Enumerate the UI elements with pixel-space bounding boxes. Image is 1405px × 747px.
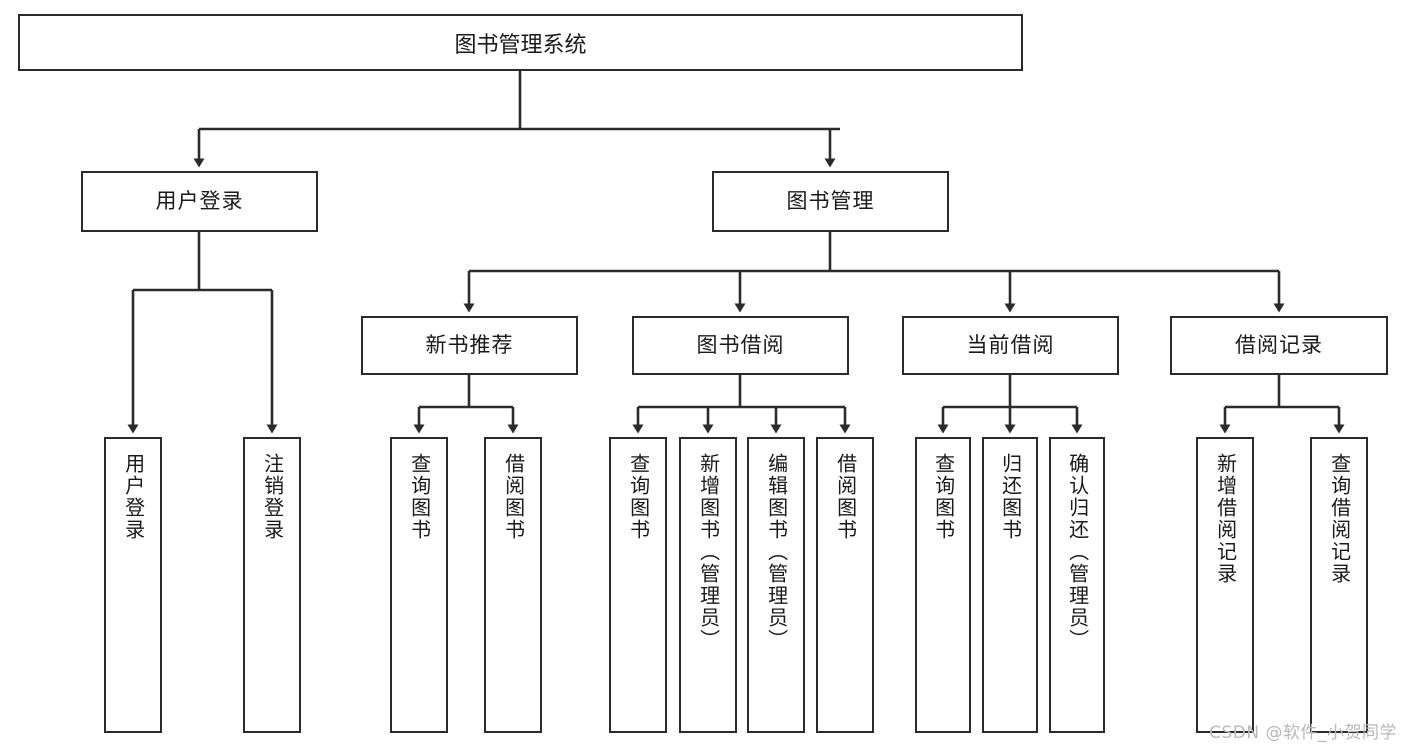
- node-book-management[interactable]: 图书管理: [712, 171, 949, 232]
- leaf-logout-label: 注销登录: [260, 453, 285, 541]
- watermark: CSDN @软件_小贺同学: [1209, 723, 1397, 743]
- node-user-login-label: 用户登录: [155, 188, 244, 213]
- leaf-borrow-book-1[interactable]: 借阅图书: [484, 437, 542, 733]
- leaf-query-record[interactable]: 查询借阅记录: [1310, 437, 1368, 733]
- leaf-query-book-3-label: 查询图书: [931, 453, 956, 541]
- node-borrow-record[interactable]: 借阅记录: [1170, 316, 1388, 375]
- leaf-confirm-return-label: 确认归还（管理员）: [1065, 453, 1090, 651]
- leaf-edit-book[interactable]: 编辑图书（管理员）: [747, 437, 805, 733]
- node-book-management-label: 图书管理: [786, 188, 875, 213]
- leaf-query-book-2-label: 查询图书: [626, 453, 651, 541]
- node-new-book-recommend[interactable]: 新书推荐: [361, 316, 578, 375]
- leaf-user-login-label: 用户登录: [121, 453, 146, 541]
- leaf-add-book-label: 新增图书（管理员）: [696, 453, 721, 651]
- leaf-add-book[interactable]: 新增图书（管理员）: [679, 437, 737, 733]
- leaf-query-book-3[interactable]: 查询图书: [915, 437, 971, 733]
- leaf-borrow-book-1-label: 借阅图书: [501, 453, 526, 541]
- node-current-borrow-label: 当前借阅: [966, 332, 1055, 357]
- leaf-query-book-2[interactable]: 查询图书: [609, 437, 667, 733]
- leaf-logout[interactable]: 注销登录: [243, 437, 301, 733]
- leaf-user-login[interactable]: 用户登录: [104, 437, 162, 733]
- leaf-add-record-label: 新增借阅记录: [1213, 453, 1238, 585]
- leaf-query-book-1[interactable]: 查询图书: [390, 437, 448, 733]
- node-root[interactable]: 图书管理系统: [18, 14, 1023, 71]
- leaf-query-record-label: 查询借阅记录: [1327, 453, 1352, 585]
- leaf-borrow-book-2-label: 借阅图书: [833, 453, 858, 541]
- node-book-borrow[interactable]: 图书借阅: [632, 316, 849, 375]
- node-current-borrow[interactable]: 当前借阅: [902, 316, 1119, 375]
- node-root-label: 图书管理系统: [454, 32, 587, 58]
- node-user-login[interactable]: 用户登录: [81, 171, 318, 232]
- node-borrow-record-label: 借阅记录: [1235, 332, 1323, 357]
- leaf-add-record[interactable]: 新增借阅记录: [1196, 437, 1254, 733]
- leaf-return-book-label: 归还图书: [998, 453, 1023, 541]
- leaf-edit-book-label: 编辑图书（管理员）: [764, 453, 789, 651]
- node-new-book-recommend-label: 新书推荐: [425, 332, 514, 357]
- node-book-borrow-label: 图书借阅: [696, 332, 785, 357]
- leaf-return-book[interactable]: 归还图书: [982, 437, 1038, 733]
- leaf-query-book-1-label: 查询图书: [407, 453, 432, 541]
- leaf-borrow-book-2[interactable]: 借阅图书: [816, 437, 874, 733]
- leaf-confirm-return[interactable]: 确认归还（管理员）: [1049, 437, 1105, 733]
